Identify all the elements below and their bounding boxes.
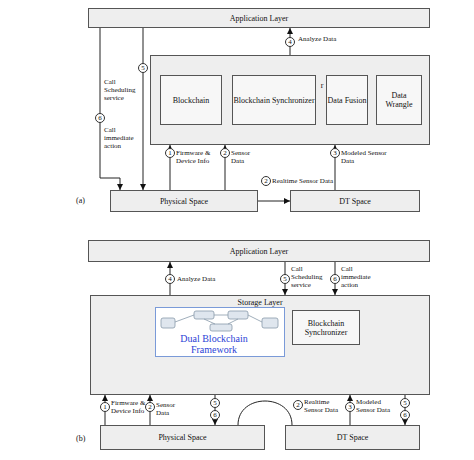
mini-node (262, 318, 278, 328)
node-text: Physical Space (101, 426, 264, 449)
space-box: Physical Space (100, 425, 265, 450)
edge-label: Call Scheduling service (104, 78, 141, 102)
node-text: DT Space (291, 191, 419, 211)
node-text: r (318, 80, 326, 90)
edge-label: Sensor Data (156, 401, 186, 417)
mini-node (161, 318, 175, 328)
edge-label: Sensor Data (231, 149, 261, 165)
edge-label: Call Scheduling service (291, 265, 331, 289)
edge-label: Realtime Sensor Data (272, 177, 352, 185)
callout-number: 3 (330, 148, 340, 158)
callout-number: 5 (400, 398, 410, 408)
node-text: Blockchain (161, 76, 221, 124)
callout-number: 6 (400, 410, 410, 420)
mini-node (228, 311, 248, 319)
node-text: Data Fusion (327, 76, 367, 124)
mini-node (210, 324, 232, 331)
mini-node (194, 311, 214, 319)
callout-number: 5 (210, 398, 220, 408)
callout-number: 3 (345, 402, 355, 412)
storage-layer-box: Storage LayerDual Blockchain FrameworkBl… (90, 295, 430, 395)
framework-image: Dual Blockchain Framework (155, 307, 285, 357)
node-text: Application Layer (89, 241, 429, 261)
mini-link (175, 315, 194, 322)
callout-number: 2 (145, 402, 155, 412)
node-text: Dual Blockchain Framework (164, 332, 264, 356)
callout-number: 2 (293, 400, 303, 410)
callout-number: 1 (165, 148, 175, 158)
edge-label: Realtime Sensor Data (304, 398, 344, 414)
node-text: Application Layer (89, 9, 429, 27)
node-text: Physical Space (111, 191, 257, 211)
layer-box: Application Layer (88, 240, 430, 262)
process-box: Data Wrangle (376, 75, 422, 125)
node-text: Blockchain Synchronizer (293, 311, 359, 344)
process-box: Blockchain Synchronizer (292, 310, 360, 345)
flow-arrow (100, 28, 120, 190)
storage-box: r BlockchainBlockchain Synchronizer Data F… (150, 55, 430, 145)
mini-link (214, 315, 228, 316)
space-box: DT Space (285, 425, 420, 450)
layer-box: Application Layer (88, 8, 430, 28)
callout-number: 6 (330, 274, 340, 284)
process-box: Data Fusion (326, 75, 368, 125)
process-box: Blockchain (160, 75, 222, 125)
space-box: DT Space (290, 190, 420, 212)
node-text: DT Space (286, 426, 419, 449)
flow-arrow (258, 201, 290, 202)
callout-number: 2 (261, 176, 271, 186)
flow-arrow (238, 401, 292, 425)
panel-label: (a) (76, 196, 85, 205)
callout-number: 4 (285, 37, 295, 47)
callout-number: 6 (95, 113, 105, 123)
space-box: Physical Space (110, 190, 258, 212)
mini-link (204, 319, 215, 324)
mini-network (161, 311, 278, 331)
process-box: Blockchain Synchronizer (232, 75, 316, 125)
edge-label: Analyze Data (177, 275, 237, 283)
edge-label: Call immediate action (104, 126, 141, 150)
flow-arrow (143, 28, 144, 190)
edge-label: Modeled Sensor Data (341, 149, 387, 165)
node-text: Blockchain Synchronizer (233, 76, 315, 124)
panel-label: (b) (76, 434, 85, 443)
callout-number: 5 (280, 274, 290, 284)
edge-label: Firmware & Device Info (176, 149, 220, 165)
callout-number: 4 (165, 274, 175, 284)
mini-link (228, 319, 238, 324)
edge-label: Call immediate action (341, 265, 381, 289)
callout-number: 1 (100, 402, 110, 412)
callout-number: 2 (220, 148, 230, 158)
edge-label: Modeled Sensor Data (356, 398, 396, 414)
callout-number: 5 (138, 63, 148, 73)
node-text: Data Wrangle (377, 76, 421, 124)
edge-label: Firmware & Device Info (111, 399, 147, 415)
callout-number: 6 (210, 410, 220, 420)
mini-link (248, 315, 262, 322)
edge-label: Analyze Data (298, 35, 358, 43)
